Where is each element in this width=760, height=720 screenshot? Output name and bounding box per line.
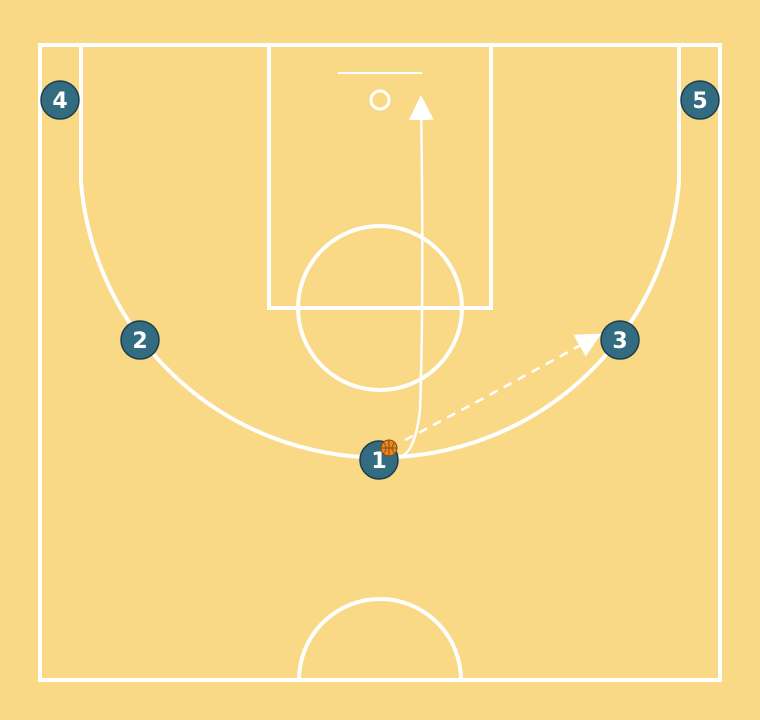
basket-rim xyxy=(369,89,391,111)
center-circle xyxy=(297,597,463,681)
player-2: 2 xyxy=(120,320,160,360)
player-3-label: 3 xyxy=(612,329,627,354)
player-2-label: 2 xyxy=(132,329,147,354)
basketball-icon xyxy=(380,439,398,457)
free-throw-circle xyxy=(296,224,464,392)
player-3: 3 xyxy=(600,320,640,360)
player-5: 5 xyxy=(680,80,720,120)
dribble-cut-path xyxy=(397,95,434,459)
paint-area xyxy=(267,43,493,310)
court-lines xyxy=(38,43,722,682)
player-5-label: 5 xyxy=(692,89,707,114)
player-1-label: 1 xyxy=(371,449,386,474)
player-4-label: 4 xyxy=(52,89,67,114)
player-4: 4 xyxy=(40,80,80,120)
